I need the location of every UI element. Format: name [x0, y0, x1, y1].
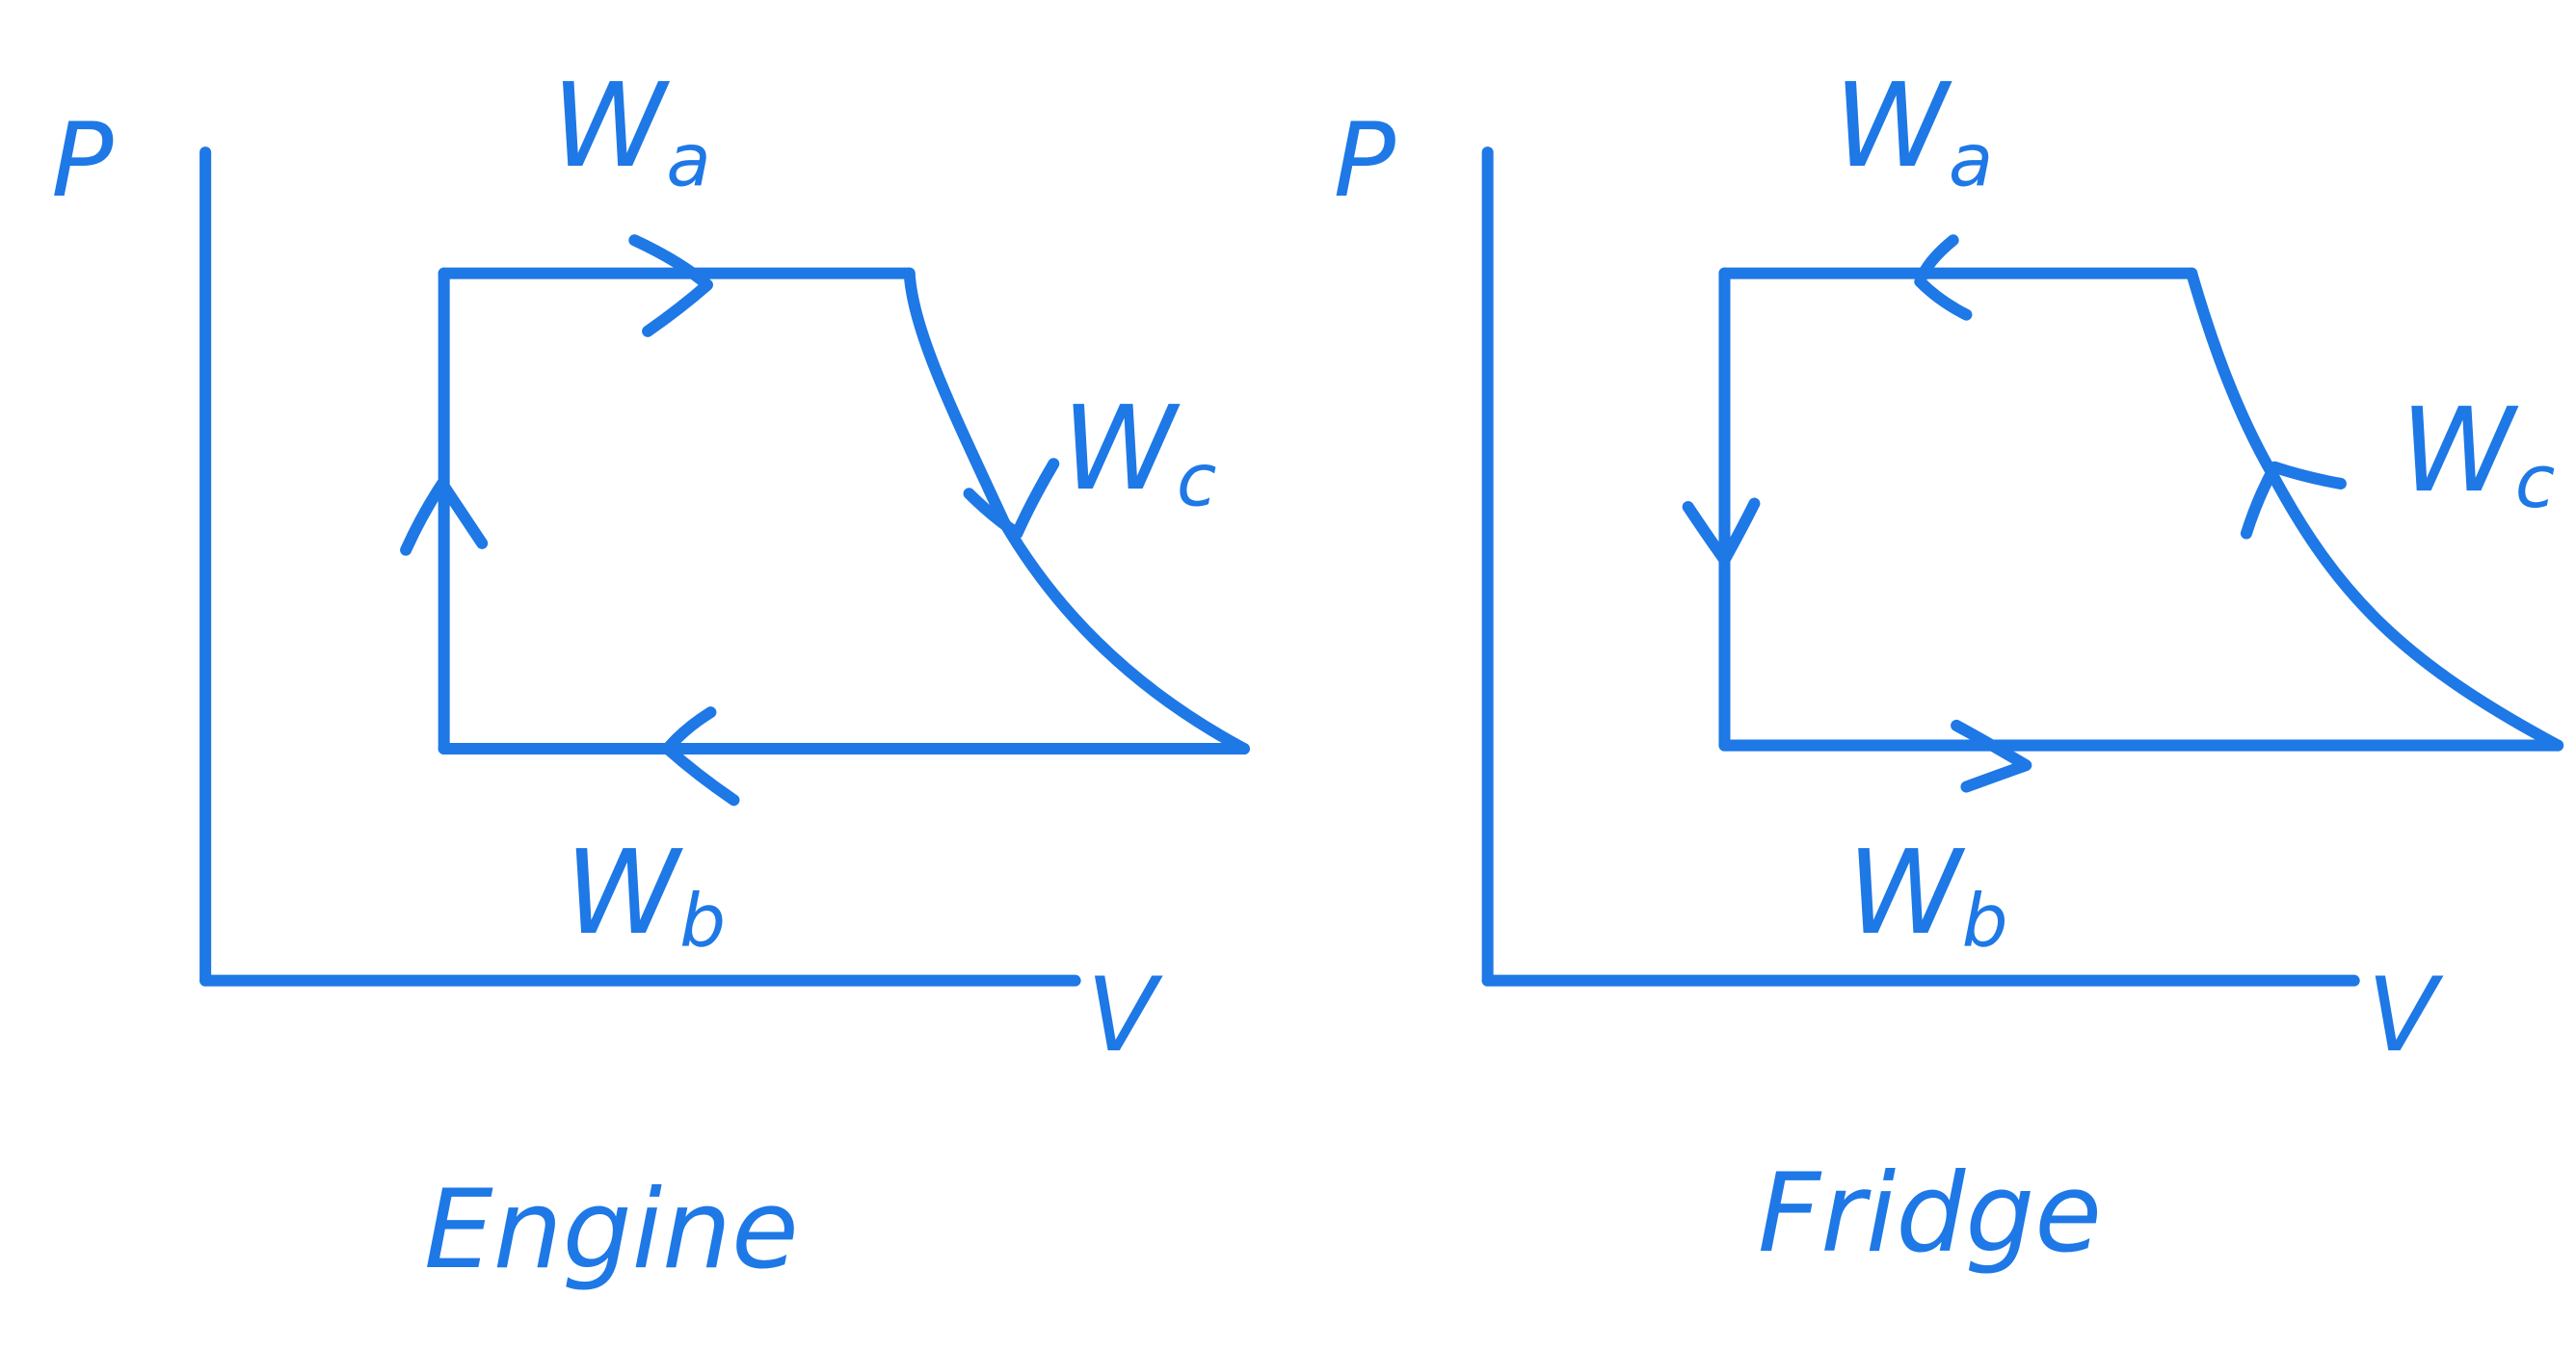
fridge-arrow-left-icon [1914, 234, 1973, 321]
engine-p-axis-label: P [51, 101, 114, 221]
engine-v-axis-label: V [1087, 956, 1164, 1075]
engine-axes [199, 146, 1081, 987]
fridge-work-top-subscript: a [1949, 119, 1993, 203]
fridge-arrow-up-icon [2240, 461, 2347, 540]
engine-diagram: P V Wa Wc Wb Engine [51, 59, 1250, 1293]
fridge-p-axis-label: P [1334, 101, 1396, 221]
engine-work-bottom-subscript: b [679, 879, 726, 964]
fridge-caption: Fridge [1758, 1150, 2102, 1277]
fridge-work-top-label: Wa [1834, 59, 1993, 203]
fridge-axes [1481, 146, 2360, 987]
fridge-arrow-down-icon [1682, 497, 1761, 567]
fridge-adiabat-curve [2186, 267, 2564, 752]
fridge-diagram: P V Wa Wc Wb Fridge [1334, 59, 2564, 1277]
fridge-v-axis-label: V [2367, 956, 2444, 1075]
fridge-work-bottom-subscript: b [1962, 879, 2008, 964]
engine-work-curve-letter: W [1062, 382, 1181, 516]
engine-work-top-subscript: a [666, 119, 710, 203]
engine-work-top-letter: W [551, 59, 670, 194]
fridge-work-bottom-letter: W [1847, 826, 1966, 961]
engine-arrow-left-icon [661, 706, 740, 807]
engine-caption: Engine [424, 1166, 799, 1293]
engine-work-bottom-letter: W [565, 826, 683, 961]
engine-arrow-down-icon [963, 458, 1060, 540]
fridge-work-curve-subscript: c [2515, 439, 2556, 524]
fridge-direction-arrows [1682, 234, 2347, 793]
engine-work-bottom-label: Wb [565, 826, 726, 964]
fridge-work-curve-letter: W [2401, 384, 2519, 518]
fridge-work-top-letter: W [1834, 59, 1952, 194]
engine-work-top-label: Wa [551, 59, 710, 203]
engine-arrow-up-icon [400, 477, 489, 556]
fridge-arrow-right-icon [1951, 719, 2032, 793]
engine-work-curve-subscript: c [1177, 437, 1217, 522]
fridge-cycle [1718, 267, 2564, 752]
engine-arrow-right-icon [628, 234, 714, 337]
fridge-work-bottom-label: Wb [1847, 826, 2008, 964]
engine-direction-arrows [400, 234, 1060, 807]
fridge-work-curve-label: Wc [2401, 384, 2556, 524]
engine-work-curve-label: Wc [1062, 382, 1217, 522]
